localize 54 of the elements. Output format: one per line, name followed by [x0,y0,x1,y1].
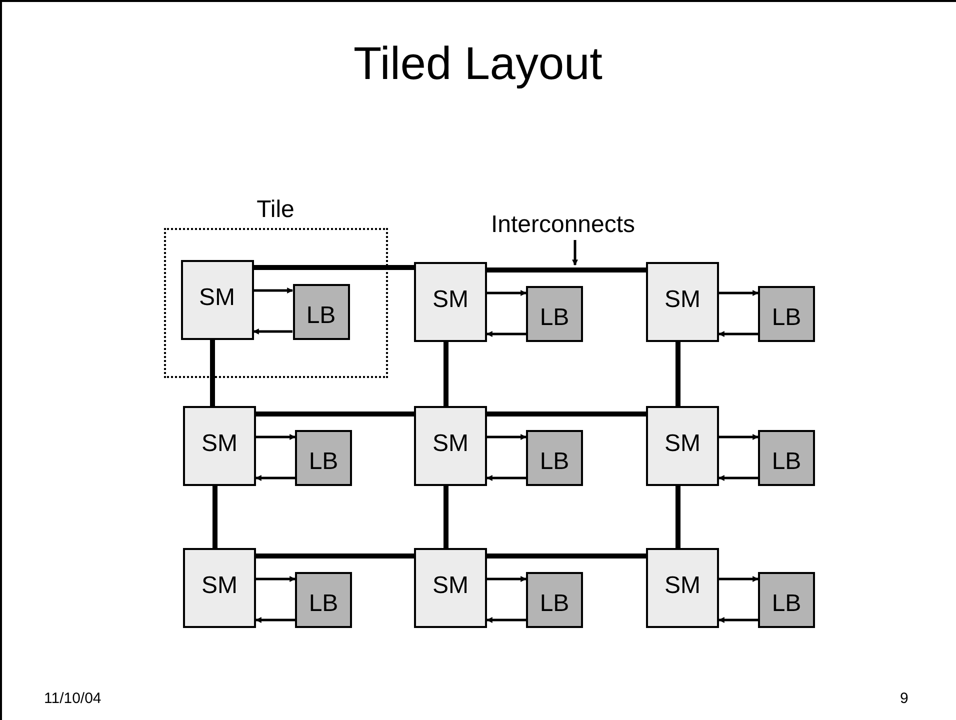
leader-arrow [572,240,578,266]
arrow [255,475,295,481]
interconnect-line [212,486,218,548]
arrow [255,617,295,623]
arrow [718,331,758,337]
arrow [719,290,759,296]
lb-box: LB [526,572,583,628]
sm-box: SM [414,548,487,628]
arrow [718,617,758,623]
lb-box: LB [758,572,815,628]
arrow [718,475,758,481]
interconnect-line [676,342,680,406]
arrow [486,331,526,337]
sm-box: SM [414,262,487,342]
sm-box: SM [646,406,719,486]
lb-box: LB [758,286,815,342]
sm-box: SM [180,260,254,340]
arrow [256,576,296,582]
lb-box: LB [292,284,350,340]
sm-box: SM [646,262,719,342]
interconnect-line [444,486,448,548]
date-label: 11/10/04 [44,690,102,707]
arrow [719,434,759,440]
arrow [486,475,526,481]
arrow [254,288,294,294]
interconnect-line [676,486,680,548]
sm-box: SM [646,548,719,628]
interconnect-line [254,265,414,270]
interconnect-line [487,554,646,558]
arrow [719,576,759,582]
interconnect-line [256,412,414,416]
lb-box: LB [758,430,815,486]
interconnect-line [256,554,414,558]
slide-title: Tiled Layout [352,36,604,90]
arrow [252,328,292,334]
page-number: 9 [900,690,908,707]
arrow [256,434,296,440]
arrow [487,290,527,296]
lb-box: LB [295,430,352,486]
sm-box: SM [183,548,256,628]
interconnect-line [210,340,215,406]
tile-label: Tile [256,196,296,224]
arrow [486,617,526,623]
leader-label: Interconnects [480,210,646,240]
lb-box: LB [295,572,352,628]
interconnect-line [444,342,448,406]
sm-box: SM [183,406,256,486]
arrow [487,434,527,440]
lb-box: LB [526,430,583,486]
sm-box: SM [414,406,487,486]
lb-box: LB [526,286,583,342]
interconnect-line [487,412,646,416]
interconnect-line [487,268,646,272]
arrow [487,576,527,582]
